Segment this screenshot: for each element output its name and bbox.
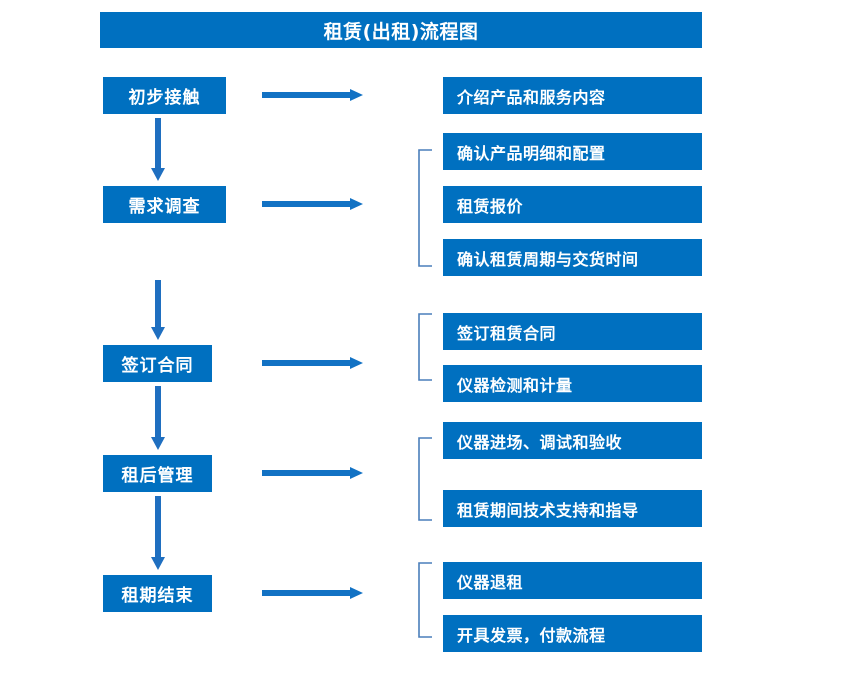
right-arrow-icon-3 — [262, 355, 364, 371]
down-arrow-icon-1 — [148, 118, 168, 182]
detail-node-10[interactable]: 开具发票，付款流程 — [443, 615, 702, 652]
stage-node-5[interactable]: 租期结束 — [103, 575, 212, 612]
down-arrow-icon-3 — [148, 386, 168, 451]
group-bracket-icon-5 — [417, 562, 433, 638]
stage-node-1[interactable]: 初步接触 — [103, 77, 226, 114]
detail-node-8[interactable]: 租赁期间技术支持和指导 — [443, 490, 702, 527]
detail-node-2[interactable]: 确认产品明细和配置 — [443, 133, 702, 170]
chart-title-bar: 租赁(出租)流程图 — [100, 12, 702, 48]
detail-node-9[interactable]: 仪器退租 — [443, 562, 702, 599]
down-arrow-icon-4 — [148, 496, 168, 571]
detail-node-7[interactable]: 仪器进场、调试和验收 — [443, 422, 702, 459]
detail-node-5[interactable]: 签订租赁合同 — [443, 313, 702, 350]
right-arrow-icon-4 — [262, 465, 364, 481]
group-bracket-icon-4 — [417, 437, 433, 521]
right-arrow-icon-1 — [262, 87, 364, 103]
detail-node-3[interactable]: 租赁报价 — [443, 186, 702, 223]
detail-node-1[interactable]: 介绍产品和服务内容 — [443, 77, 702, 114]
group-bracket-icon-3 — [417, 313, 433, 381]
stage-node-3[interactable]: 签订合同 — [103, 345, 212, 382]
detail-node-6[interactable]: 仪器检测和计量 — [443, 365, 702, 402]
group-bracket-icon-2 — [417, 149, 433, 267]
stage-node-2[interactable]: 需求调查 — [103, 186, 226, 223]
down-arrow-icon-2 — [148, 280, 168, 341]
right-arrow-icon-2 — [262, 196, 364, 212]
right-arrow-icon-5 — [262, 585, 364, 601]
stage-node-4[interactable]: 租后管理 — [103, 455, 212, 492]
detail-node-4[interactable]: 确认租赁周期与交货时间 — [443, 239, 702, 276]
